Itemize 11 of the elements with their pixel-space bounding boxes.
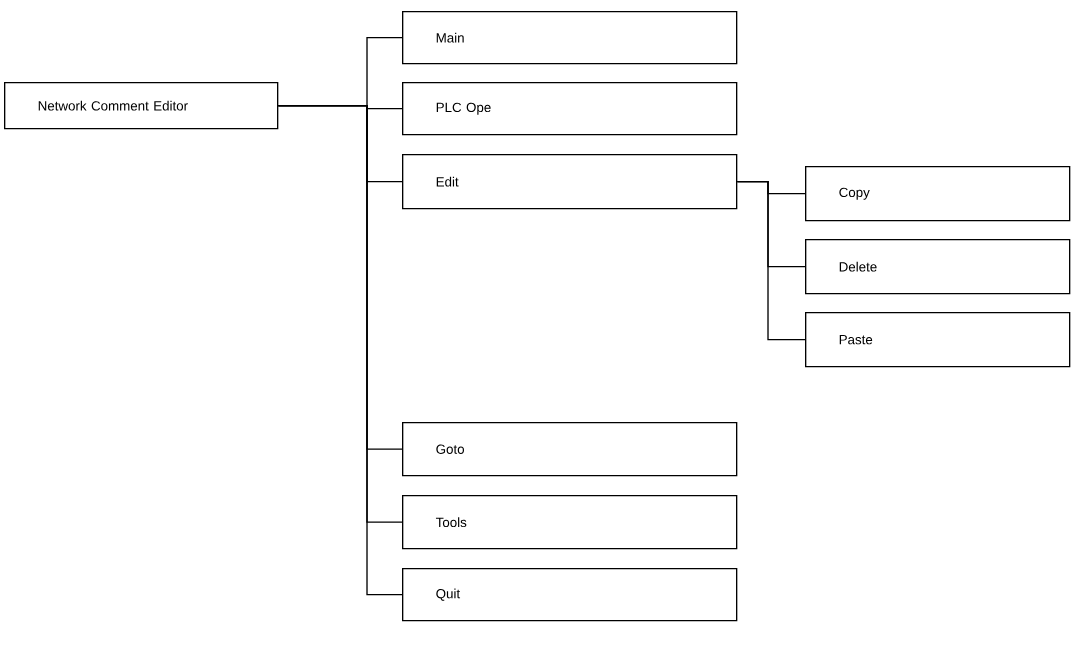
connector-line — [736, 181, 806, 341]
menu-box: Network Comment Editor — [4, 82, 279, 130]
menu-box: Tools — [402, 495, 738, 550]
menu-box: PLC Ope — [402, 82, 738, 136]
menu-box: Delete — [805, 239, 1071, 295]
menu-box: Main — [402, 11, 738, 65]
menu-box: Copy — [805, 166, 1071, 222]
menu-box: Paste — [805, 312, 1071, 368]
menu-box: Edit — [402, 154, 738, 210]
menu-box: Quit — [402, 568, 738, 622]
menu-box: Goto — [402, 422, 738, 477]
